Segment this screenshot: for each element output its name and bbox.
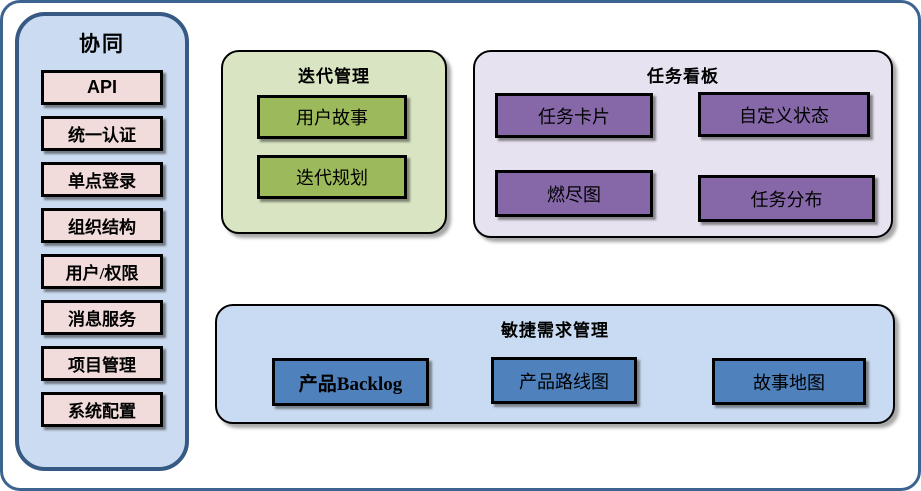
feature-box-task-distribution: 任务分布 (698, 175, 875, 222)
feature-box-task-card: 任务卡片 (495, 93, 653, 138)
panel-task-board: 任务看板 任务卡片 自定义状态 燃尽图 任务分布 (473, 50, 893, 238)
feature-box-product-roadmap: 产品路线图 (491, 357, 637, 404)
panel-taskboard-title: 任务看板 (647, 67, 719, 86)
sidebar-title: 协同 (79, 33, 125, 56)
feature-box-story-map: 故事地图 (712, 358, 866, 405)
sidebar-item-unified-auth: 统一认证 (41, 116, 163, 151)
panel-agile-title: 敏捷需求管理 (501, 321, 609, 340)
panel-iteration-title: 迭代管理 (298, 67, 370, 86)
feature-box-product-backlog: 产品Backlog (272, 358, 429, 406)
sidebar-collaboration: 协同 API 统一认证 单点登录 组织结构 用户/权限 消息服务 项目管理 系统… (15, 12, 189, 471)
sidebar-item-sso: 单点登录 (41, 162, 163, 197)
panel-agile-requirements: 敏捷需求管理 产品Backlog 产品路线图 故事地图 (215, 304, 895, 424)
sidebar-item-message-service: 消息服务 (41, 300, 163, 335)
sidebar-item-project-management: 项目管理 (41, 346, 163, 381)
feature-box-custom-status: 自定义状态 (698, 92, 870, 137)
sidebar-item-org-structure: 组织结构 (41, 208, 163, 243)
sidebar-item-user-permission: 用户/权限 (41, 254, 163, 289)
sidebar-item-api: API (41, 70, 163, 105)
panel-iteration-management: 迭代管理 用户故事 迭代规划 (221, 50, 447, 234)
feature-box-user-story: 用户故事 (257, 95, 407, 139)
feature-box-burndown-chart: 燃尽图 (495, 170, 653, 217)
sidebar-item-system-config: 系统配置 (41, 392, 163, 427)
feature-box-iteration-planning: 迭代规划 (257, 155, 407, 199)
